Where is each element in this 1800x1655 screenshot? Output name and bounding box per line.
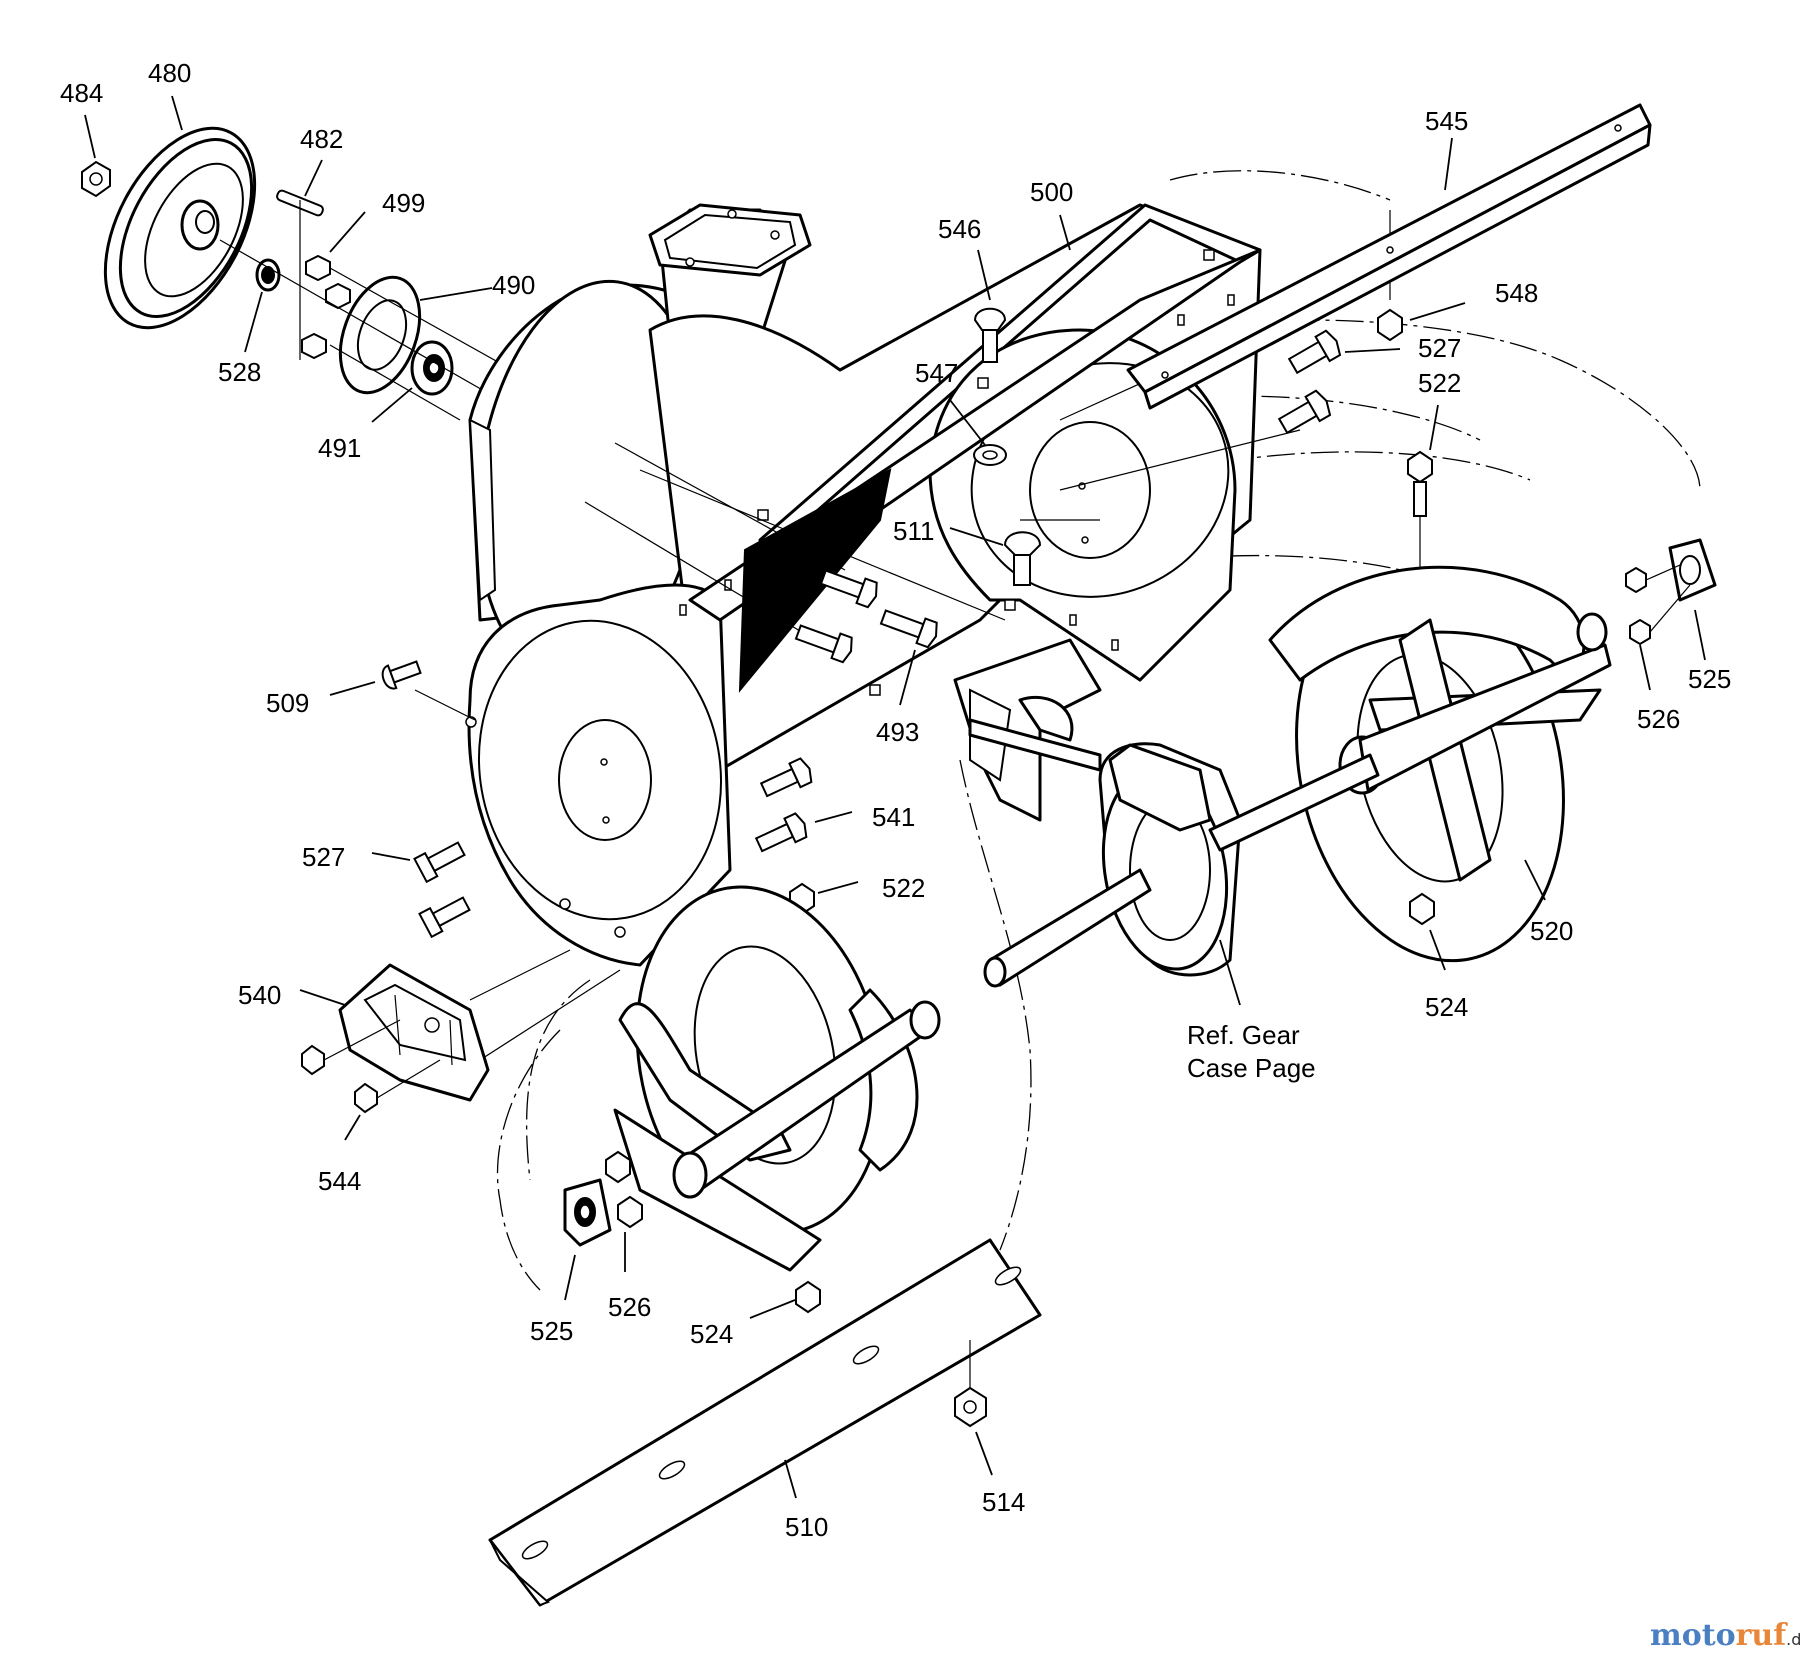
label-540: 540	[238, 980, 281, 1010]
label-491: 491	[318, 433, 361, 463]
bearing-525-left	[563, 1178, 612, 1247]
label-547: 547	[915, 358, 958, 388]
bearing-491	[410, 340, 454, 396]
part-number-labels: 484 480 482 499 490 528 491 500 546 545 …	[60, 58, 1731, 1542]
ref-note-line1: Ref. Gear	[1187, 1020, 1300, 1050]
label-490: 490	[492, 270, 535, 300]
spacer-528	[255, 258, 281, 292]
label-484: 484	[60, 78, 103, 108]
label-548: 548	[1495, 278, 1538, 308]
label-522-lower: 522	[882, 873, 925, 903]
reference-note: Ref. Gear Case Page	[1187, 1020, 1316, 1083]
label-522-upper: 522	[1418, 368, 1461, 398]
nuts-526-left	[605, 1150, 643, 1229]
nut-514	[954, 1340, 987, 1428]
label-480: 480	[148, 58, 191, 88]
label-541: 541	[872, 802, 915, 832]
nut-484	[81, 160, 111, 198]
label-520: 520	[1530, 916, 1573, 946]
label-546: 546	[938, 214, 981, 244]
bearing-flange-490	[338, 275, 422, 395]
pulley-480	[103, 126, 257, 330]
auger-shaft	[968, 718, 1380, 988]
ref-note-line2: Case Page	[1187, 1053, 1316, 1083]
nuts-544	[301, 1019, 441, 1114]
label-527-lower: 527	[302, 842, 345, 872]
label-524-right: 524	[1425, 992, 1468, 1022]
label-514: 514	[982, 1487, 1025, 1517]
auger-left	[613, 885, 941, 1272]
label-500: 500	[1030, 177, 1073, 207]
label-526-left: 526	[608, 1292, 651, 1322]
label-545: 545	[1425, 106, 1468, 136]
label-482: 482	[300, 124, 343, 154]
label-528: 528	[218, 357, 261, 387]
nut-524-right	[1409, 892, 1435, 926]
leader-lines	[84, 95, 1706, 1499]
pulley-shaft-guides	[219, 200, 531, 421]
watermark: motoruf.de	[1650, 1618, 1800, 1653]
label-527-upper: 527	[1418, 333, 1461, 363]
label-525-left: 525	[530, 1316, 573, 1346]
gear-case	[1098, 742, 1242, 977]
skid-shoe-540	[338, 963, 490, 1102]
label-526-right: 526	[1637, 704, 1680, 734]
nuts-526-right	[1625, 564, 1691, 646]
nut-524-left	[795, 1280, 821, 1314]
label-499: 499	[382, 188, 425, 218]
bar-545	[1126, 103, 1652, 410]
label-544: 544	[318, 1166, 361, 1196]
watermark-part2: ruf	[1736, 1618, 1789, 1653]
label-493: 493	[876, 717, 919, 747]
watermark-suffix: .de	[1786, 1630, 1800, 1649]
scraper-bar-510	[488, 1238, 1042, 1607]
nut-548	[1377, 308, 1403, 342]
label-524-left: 524	[690, 1319, 733, 1349]
watermark-part1: moto	[1650, 1618, 1736, 1653]
watermark-text: motoruf.de	[1650, 1618, 1800, 1653]
bolts-499	[301, 254, 351, 360]
bolt-522-upper	[1407, 450, 1433, 517]
bearing-525-right	[1668, 538, 1717, 602]
label-510: 510	[785, 1512, 828, 1542]
label-525-right: 525	[1688, 664, 1731, 694]
label-511: 511	[893, 516, 934, 546]
label-509: 509	[266, 688, 309, 718]
